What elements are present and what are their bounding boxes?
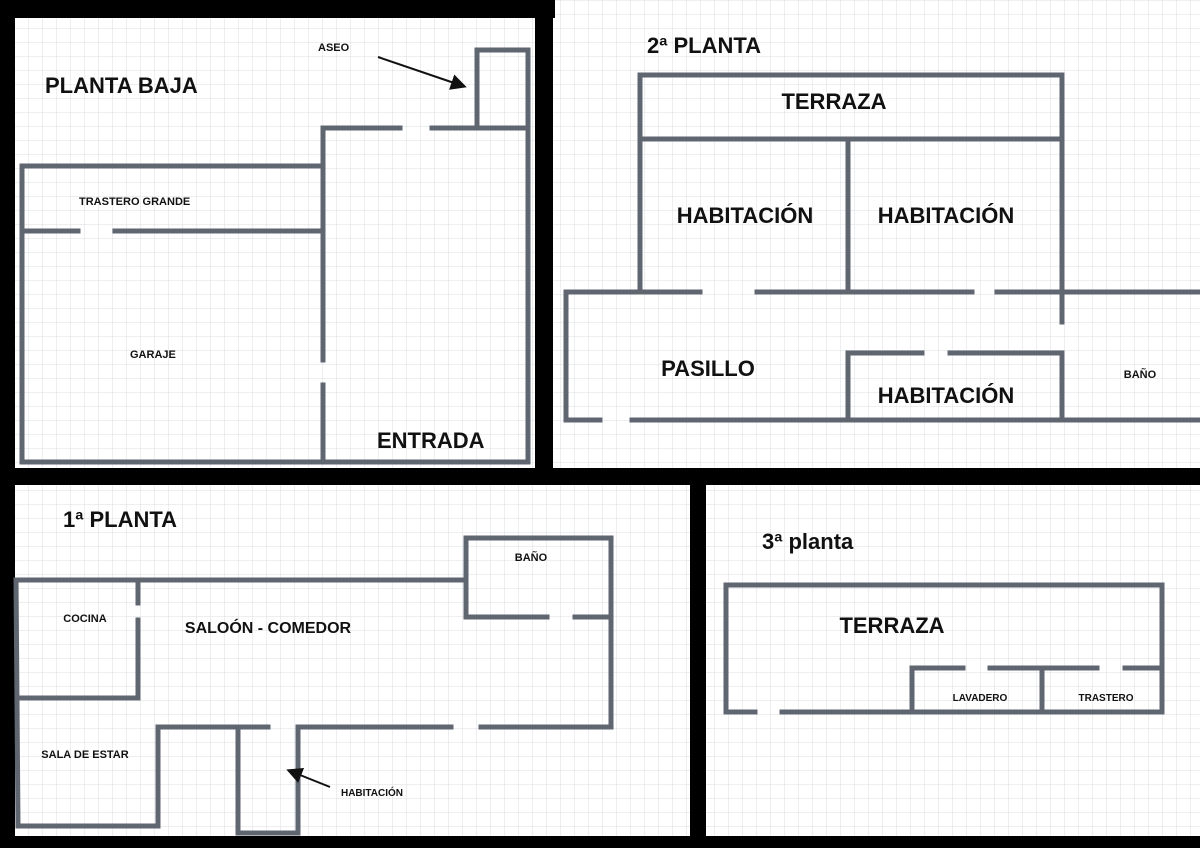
room-label-habitacion: HABITACIÓN	[878, 203, 1014, 228]
room-label-entrada: ENTRADA	[377, 428, 485, 453]
room-label-cocina: COCINA	[63, 613, 106, 625]
plan-title: PLANTA BAJA	[45, 73, 198, 98]
room-label-terraza: TERRAZA	[781, 89, 886, 114]
arrow-icon	[377, 56, 467, 90]
room-label-habitacion: HABITACIÓN	[341, 786, 403, 799]
room-label-salon-comedor: SALOÓN - COMEDOR	[185, 618, 352, 637]
plan-title: 2ª PLANTA	[647, 33, 761, 58]
room-label-pasillo: PASILLO	[661, 356, 755, 381]
plan-primera-planta: 1ª PLANTA BAÑO COCINA SALOÓN - COMEDOR S…	[13, 507, 614, 836]
room-label-bano: BAÑO	[1124, 368, 1157, 381]
room-label-lavadero: LAVADERO	[953, 693, 1008, 704]
room-label-trastero: TRASTERO	[1079, 693, 1134, 704]
arrow-icon	[286, 768, 331, 788]
room-label-habitacion: HABITACIÓN	[878, 383, 1014, 408]
room-label-habitacion: HABITACIÓN	[677, 203, 813, 228]
room-label-terraza: TERRAZA	[839, 613, 944, 638]
room-label-sala-estar: SALA DE ESTAR	[41, 749, 128, 761]
room-label-trastero: TRASTERO GRANDE	[79, 196, 190, 208]
plan-tercera-planta: 3ª planta TERRAZA LAVADERO TRASTERO	[723, 529, 1165, 715]
plan-title: 3ª planta	[762, 529, 854, 554]
plan-segunda-planta: 2ª PLANTA TERRAZA HABITACIÓN HABITACIÓN …	[563, 33, 1200, 423]
room-label-aseo: ASEO	[318, 42, 350, 54]
plan-title: 1ª PLANTA	[63, 507, 177, 532]
room-label-garaje: GARAJE	[130, 349, 176, 361]
plan-planta-baja: PLANTA BAJA ASEO TRASTERO GRANDE GARAJE …	[19, 42, 531, 465]
room-label-bano: BAÑO	[515, 551, 548, 564]
